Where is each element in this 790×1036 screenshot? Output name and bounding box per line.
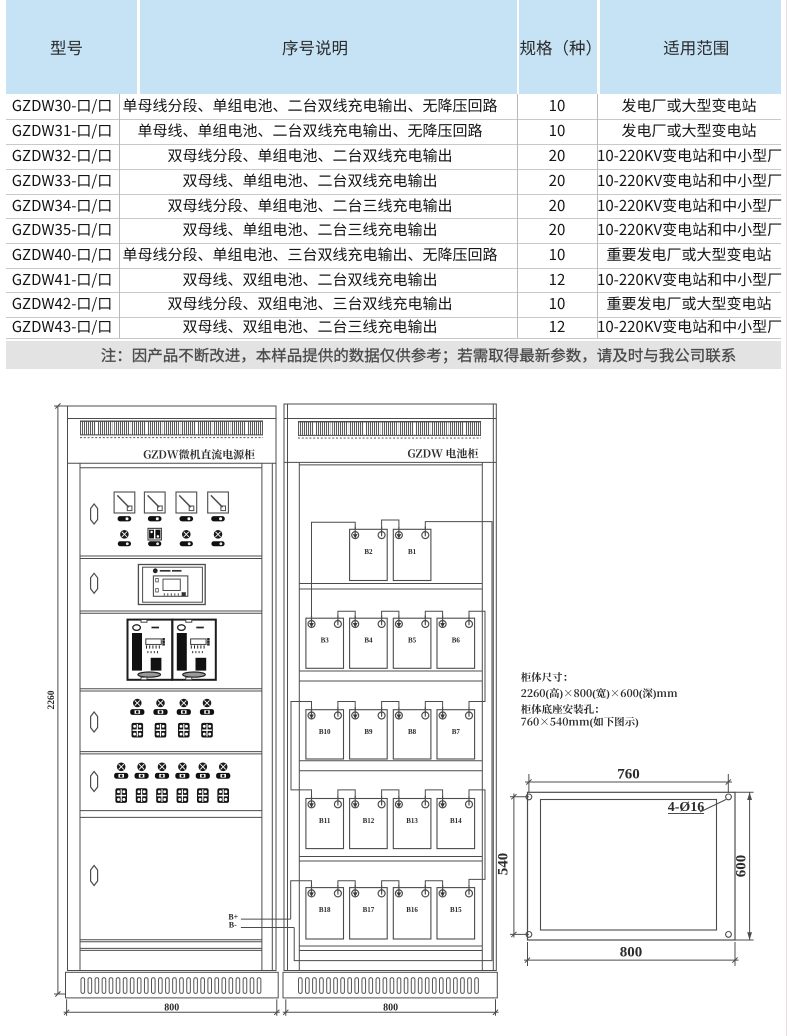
svg-text:B13: B13 [406, 817, 418, 825]
svg-text:B1: B1 [408, 548, 417, 556]
svg-text:B10: B10 [319, 728, 331, 736]
svg-text:B17: B17 [363, 906, 375, 914]
svg-text:B12: B12 [363, 817, 375, 825]
svg-text:B16: B16 [406, 906, 418, 914]
svg-text:B4: B4 [364, 637, 373, 645]
svg-text:GZDW微机直流电源柜: GZDW微机直流电源柜 [143, 446, 255, 462]
svg-text:540: 540 [496, 853, 512, 876]
svg-text:800: 800 [383, 1003, 398, 1014]
svg-text:4-Ø16: 4-Ø16 [668, 800, 705, 815]
svg-text:2260(高)×800(宽)×600(深)mm: 2260(高)×800(宽)×600(深)mm [521, 686, 678, 701]
svg-text:B5: B5 [408, 637, 417, 645]
svg-text:B18: B18 [319, 906, 331, 914]
svg-text:GZDW 电池柜: GZDW 电池柜 [407, 446, 478, 462]
svg-text:760: 760 [617, 767, 640, 783]
svg-text:800: 800 [620, 945, 643, 961]
svg-text:B14: B14 [450, 817, 462, 825]
svg-text:B3: B3 [321, 637, 330, 645]
svg-text:600: 600 [733, 855, 749, 878]
svg-text:B-: B- [229, 921, 237, 930]
svg-text:B8: B8 [408, 728, 417, 736]
svg-text:B15: B15 [450, 906, 462, 914]
svg-text:B7: B7 [452, 728, 461, 736]
svg-text:B9: B9 [364, 728, 373, 736]
svg-text:2260: 2260 [47, 690, 57, 709]
svg-text:B2: B2 [364, 548, 373, 556]
svg-text:柜体底座安装孔：: 柜体底座安装孔： [521, 702, 605, 717]
svg-text:800: 800 [164, 1003, 179, 1014]
svg-text:柜体尺寸：: 柜体尺寸： [521, 670, 574, 685]
svg-text:B6: B6 [452, 637, 461, 645]
svg-text:760×540mm(如下图示): 760×540mm(如下图示) [521, 715, 639, 730]
svg-text:B11: B11 [319, 817, 331, 825]
svg-text:B+: B+ [228, 912, 238, 921]
